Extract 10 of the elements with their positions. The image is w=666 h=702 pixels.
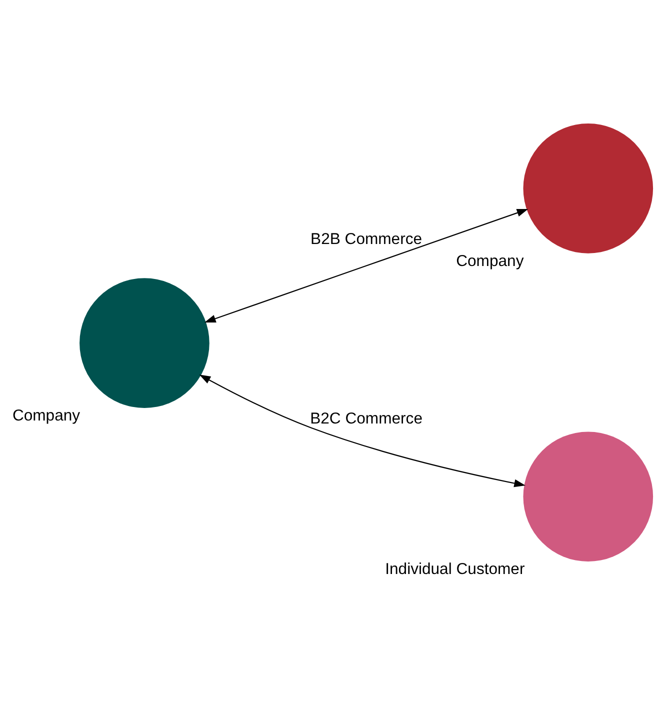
arrow: [199, 374, 526, 488]
node-label: Individual Customer: [385, 561, 525, 578]
edge-label: B2B Commerce: [310, 230, 422, 248]
node-circle: [80, 278, 210, 408]
arrow: [204, 209, 528, 322]
node-circle: [523, 432, 654, 562]
node-label: Company: [12, 408, 80, 425]
node-circle: [523, 124, 654, 254]
edge-label: B2C Commerce: [310, 410, 422, 428]
node-label: Company: [456, 252, 524, 270]
